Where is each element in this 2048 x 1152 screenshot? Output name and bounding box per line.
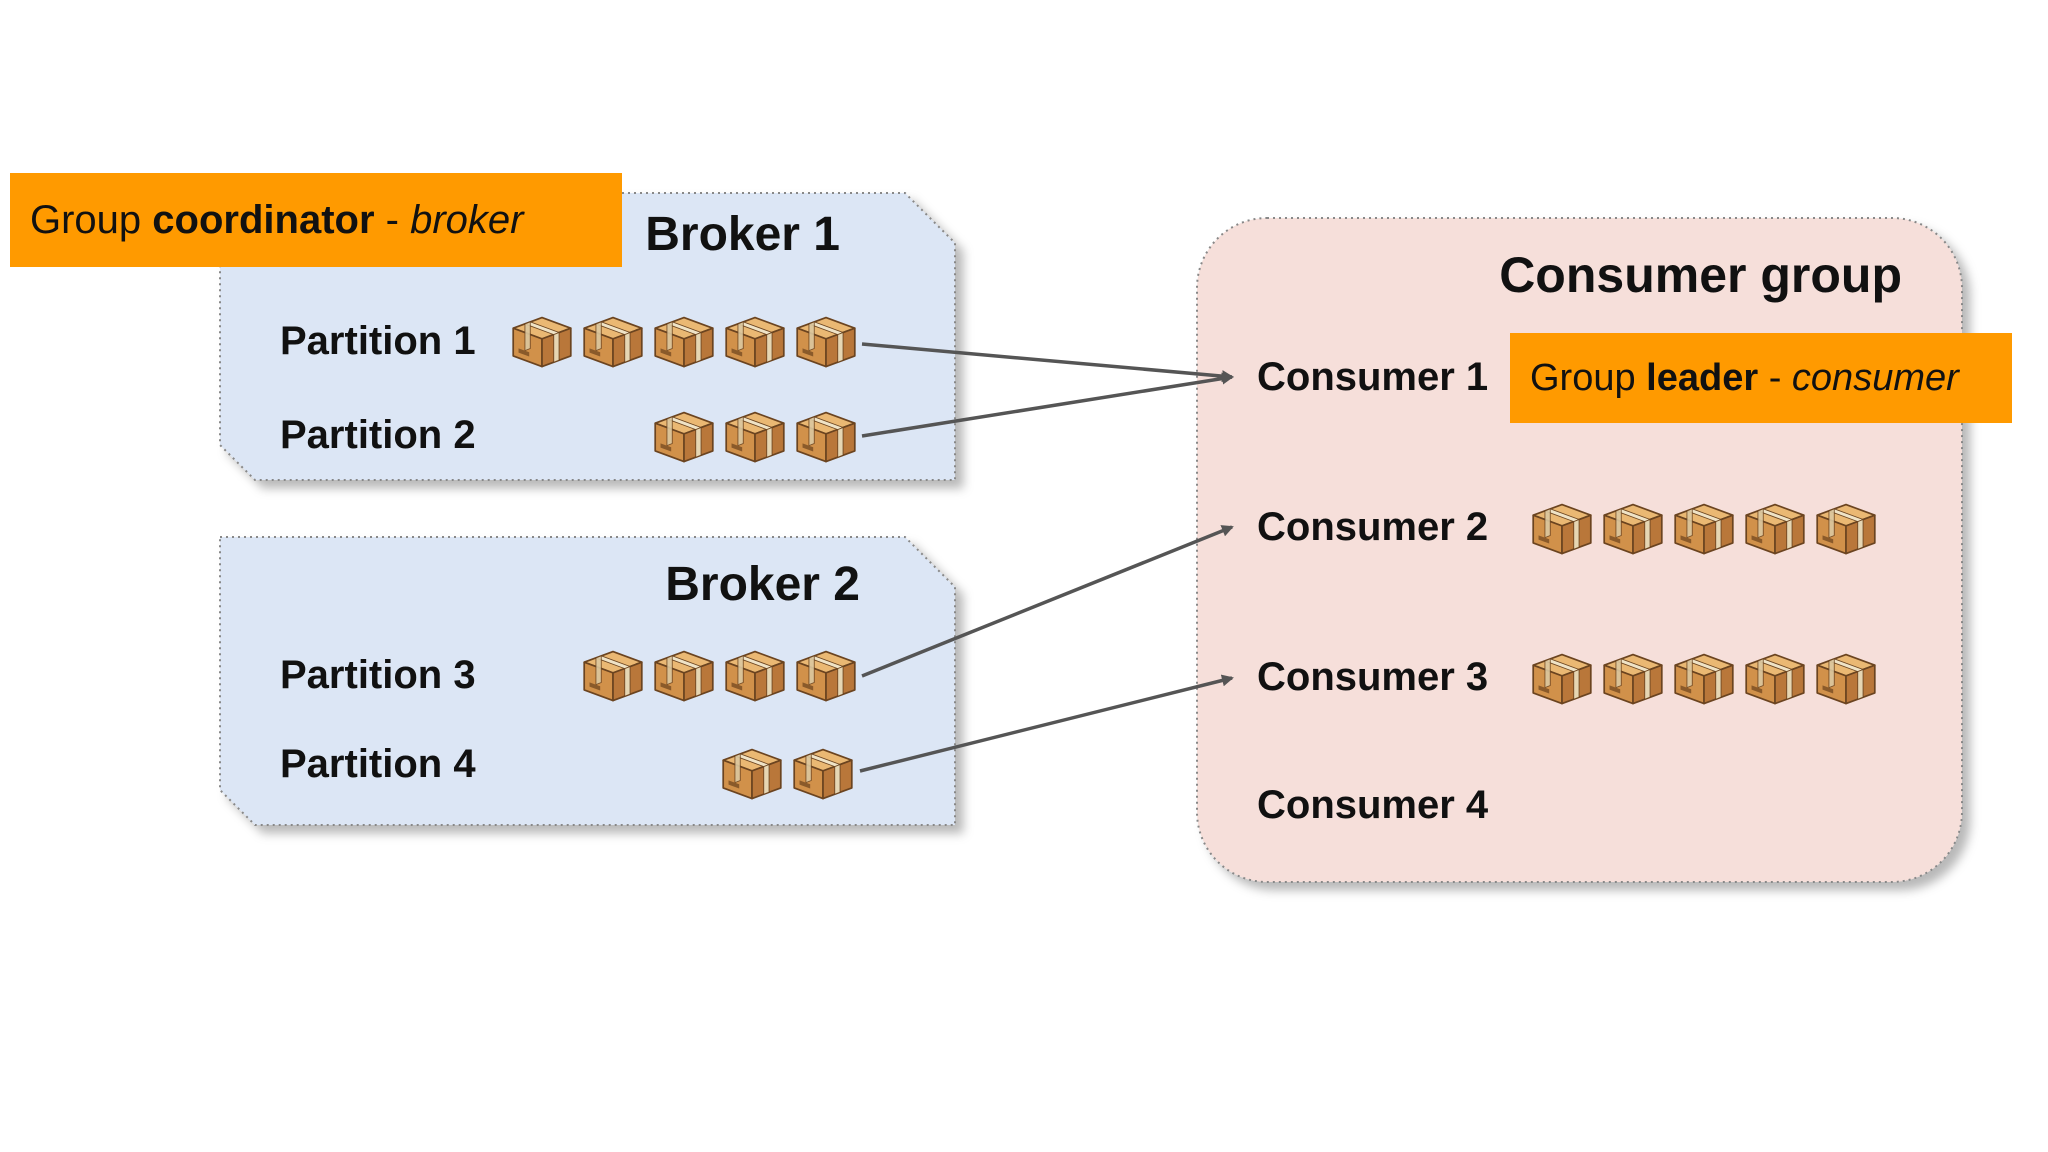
package-box-icon (1603, 653, 1663, 705)
package-box-icon (1745, 653, 1805, 705)
coordinator-tag-prefix: Group (30, 198, 152, 242)
partition-3-label: Partition 3 (280, 653, 476, 697)
package-box-icon (583, 650, 643, 702)
consumer-group-container: Consumer group Consumer 1 Consumer 2 Con… (1196, 217, 1963, 883)
package-box-icon (1745, 503, 1805, 555)
package-box-icon (1603, 503, 1663, 555)
package-box-icon (796, 411, 856, 463)
consumer-1-label: Consumer 1 (1257, 355, 1488, 399)
svg-text:Group leader - consumer: Group leader - consumer (1530, 357, 1960, 399)
partition-1-label: Partition 1 (280, 319, 476, 363)
consumer-2-label: Consumer 2 (1257, 505, 1488, 549)
consumer-4-label: Consumer 4 (1257, 783, 1489, 827)
partition-4-label: Partition 4 (280, 742, 476, 786)
package-box-icon (796, 650, 856, 702)
package-box-icon (793, 748, 853, 800)
package-box-icon (1532, 653, 1592, 705)
package-box-icon (796, 316, 856, 368)
package-box-icon (725, 316, 785, 368)
arrow-partition-3-to-consumer-2 (861, 525, 1234, 678)
arrow-partition-1-to-consumer-1 (861, 342, 1234, 383)
package-box-icon (654, 411, 714, 463)
group-leader-tag: Group leader - consumer (1510, 333, 2012, 423)
consumer-3-label: Consumer 3 (1257, 655, 1488, 699)
package-box-icon (583, 316, 643, 368)
package-box-icon (1532, 503, 1592, 555)
package-box-icon (654, 316, 714, 368)
partition-2-messages (654, 411, 856, 463)
leader-tag-separator: - (1758, 357, 1792, 399)
coordinator-tag-separator: - (375, 198, 411, 242)
package-box-icon (725, 411, 785, 463)
package-box-icon (1816, 503, 1876, 555)
partition-2-label: Partition 2 (280, 413, 476, 457)
package-box-icon (722, 748, 782, 800)
assignment-arrows (859, 342, 1234, 773)
coordinator-tag-kind: broker (410, 198, 525, 242)
package-box-icon (654, 650, 714, 702)
leader-tag-kind: consumer (1792, 357, 1960, 399)
package-box-icon (725, 650, 785, 702)
broker-1-title: Broker 1 (645, 208, 840, 261)
package-box-icon (1816, 653, 1876, 705)
package-box-icon (512, 316, 572, 368)
broker-2-container: Broker 2 Partition 3 Partition 4 (219, 536, 956, 826)
coordinator-tag-role: coordinator (152, 198, 374, 242)
leader-tag-prefix: Group (1530, 357, 1646, 399)
consumer-group-title: Consumer group (1499, 247, 1902, 303)
package-box-icon (1674, 653, 1734, 705)
package-box-icon (1674, 503, 1734, 555)
svg-text:Group coordinator - broker: Group coordinator - broker (30, 198, 525, 242)
leader-tag-role: leader (1646, 357, 1758, 399)
arrow-partition-2-to-consumer-1 (861, 372, 1234, 438)
arrow-partition-4-to-consumer-3 (859, 674, 1234, 773)
broker-2-title: Broker 2 (665, 558, 860, 611)
group-coordinator-tag: Group coordinator - broker (10, 173, 622, 267)
